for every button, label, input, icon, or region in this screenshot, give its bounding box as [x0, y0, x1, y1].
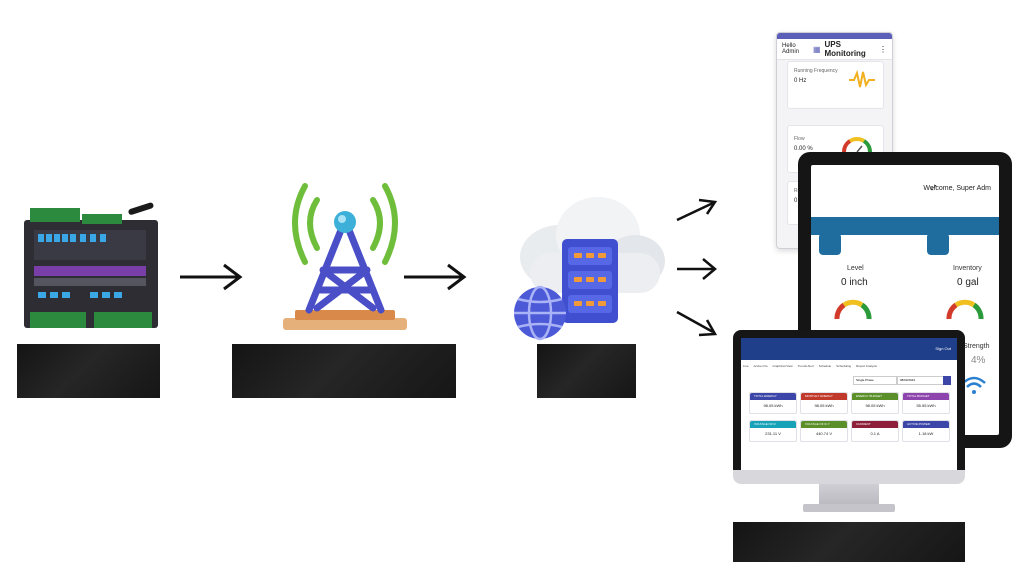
monitor-tab[interactable]: Report Analysis — [856, 364, 877, 368]
caption-box-plc — [17, 344, 160, 398]
metric-card-value: 0.1 A — [870, 431, 880, 436]
monitor-chin — [733, 470, 965, 484]
phase-select-value: Single Phase — [856, 378, 874, 382]
monitor-header-bar: Sign Out — [741, 338, 957, 360]
monitor-tab[interactable]: Active Info — [753, 364, 768, 368]
phone-card-frequency: Running Frequency 0 Hz — [787, 61, 884, 109]
waveform-icon — [849, 70, 875, 88]
monitor-stand-foot — [803, 504, 895, 512]
more-icon[interactable]: ⋮ — [879, 44, 887, 54]
metric-card: VOLTAGE OF R-Y 440.74 V — [800, 420, 848, 442]
metric-card-value: 98.05 kWh — [865, 403, 885, 408]
arrow-cloud-to-tablet — [675, 256, 719, 282]
metric-card-label: VOLTAGE OF R-Y — [801, 421, 847, 428]
menu-icon[interactable]: ▦ — [812, 44, 821, 54]
monitor-frame: Sign Out Live Active Info Graphical View Tr… — [733, 330, 965, 478]
date-input[interactable]: 08/02/2023 — [897, 376, 945, 385]
level-gauge — [834, 299, 872, 320]
caption-box-tower — [232, 344, 456, 398]
metric-card: ENERGY BUDGET 98.05 kWh — [851, 392, 899, 414]
caption-box-devices — [733, 522, 965, 562]
card-value: 0 — [794, 198, 798, 204]
metric-card-label: ACTIVE POWER — [903, 421, 949, 428]
expand-icon[interactable]: ⤢ — [931, 185, 937, 192]
caption-box-cloud — [537, 344, 636, 398]
card-label: Running Frequency — [794, 68, 838, 74]
monitor-tab[interactable]: Live — [743, 364, 749, 368]
metric-card: CURRENT 0.1 A — [851, 420, 899, 442]
metric-card-value: 1.18 kW — [918, 431, 934, 436]
cell-tower-image — [275, 170, 415, 340]
tile-value-level: 0 inch — [841, 277, 868, 288]
tile-value-inventory: 0 gal — [957, 277, 979, 288]
monitor-screen: Sign Out Live Active Info Graphical View Tr… — [741, 338, 957, 470]
card-value: 0.00 % — [794, 146, 813, 152]
monitor-tab[interactable]: Graphical View — [772, 364, 793, 368]
search-button[interactable] — [943, 376, 951, 385]
monitor-stand-neck — [819, 484, 879, 506]
metric-card: ACTIVE POWER 1.18 kW — [902, 420, 950, 442]
tablet-header-band — [811, 217, 999, 235]
metric-card: TOTAL ENERGY 98.05 kWh — [749, 392, 797, 414]
cloud-server-image — [510, 195, 665, 345]
phone-header: Hello Admin ▦ UPS Monitoring ⋮ — [777, 39, 892, 60]
gauge-icon — [841, 137, 873, 153]
arrow-cloud-to-phone — [675, 196, 719, 224]
monitor-tab[interactable]: Scheduling — [836, 364, 852, 368]
arrow-tower-to-cloud — [402, 262, 468, 292]
strength-label: Strength — [963, 343, 990, 350]
metric-card-label: VOLTAGE OF R — [750, 421, 796, 428]
arrow-plc-to-tower — [178, 262, 244, 292]
card-label: Flow — [794, 136, 805, 142]
phase-select[interactable]: Single Phase — [853, 376, 897, 385]
monitor-tab[interactable]: Schedule — [818, 364, 832, 368]
sign-out-button[interactable]: Sign Out — [935, 346, 951, 351]
metric-card-label: CURRENT — [852, 421, 898, 428]
tile-label-level: Level — [847, 265, 864, 272]
metric-card-value: 55.55 kWh — [916, 403, 936, 408]
date-value: 08/02/2023 — [900, 378, 916, 382]
metric-card-label: MONTHLY ENERGY — [801, 393, 847, 400]
metric-card-label: TOTAL ENERGY — [750, 393, 796, 400]
metric-card-label: ENERGY BUDGET — [852, 393, 898, 400]
metric-card-value: 231.11 V — [765, 431, 781, 436]
monitor-tabs: Live Active Info Graphical View Trends Aler… — [743, 362, 955, 370]
inventory-tile-icon — [927, 233, 949, 255]
card-value: 0 Hz — [794, 78, 807, 84]
metric-card-value: 440.74 V — [815, 431, 832, 436]
plc-controller-image — [20, 200, 160, 335]
metric-card-value: 98.05 kWh — [814, 403, 834, 408]
metric-card: VOLTAGE OF R 231.11 V — [749, 420, 797, 442]
desktop-monitor: Sign Out Live Active Info Graphical View Tr… — [733, 330, 965, 515]
metric-card-value: 98.05 kWh — [763, 403, 783, 408]
inventory-gauge — [946, 299, 984, 320]
phone-greeting: Hello Admin — [782, 43, 800, 55]
arrow-cloud-to-monitor — [675, 308, 719, 338]
metric-card: TOTAL BUDGET 55.55 kWh — [902, 392, 950, 414]
monitor-tab[interactable]: Trends Alert — [797, 364, 814, 368]
strength-value: 4% — [971, 355, 986, 366]
level-tile-icon — [819, 233, 841, 255]
tablet-welcome: Welcome, Super Adm — [923, 185, 991, 192]
metric-card-label: TOTAL BUDGET — [903, 393, 949, 400]
metric-card: MONTHLY ENERGY 98.05 kWh — [800, 392, 848, 414]
phone-top-bar — [777, 33, 892, 39]
tile-label-inventory: Inventory — [953, 265, 982, 272]
phone-title: UPS Monitoring — [824, 40, 866, 58]
